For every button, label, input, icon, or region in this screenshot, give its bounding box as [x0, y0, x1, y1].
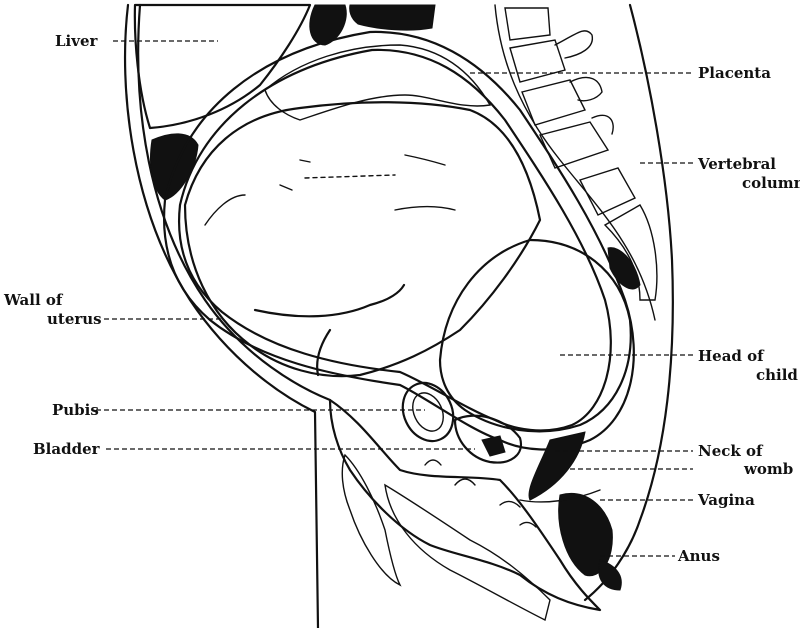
intestine-dark-top-2 [349, 4, 436, 31]
cervix-dark [528, 431, 586, 501]
label-wall-1: Wall of [3, 291, 64, 309]
label-wall-2: uterus [47, 310, 102, 328]
fetal-fold-4 [279, 184, 293, 191]
pubis-bone-inner [412, 392, 444, 432]
sacral-dark [607, 247, 641, 290]
label-vertebral-2: column [742, 174, 800, 192]
label-neck-1: Neck of [698, 442, 764, 460]
fetal-arm [253, 283, 406, 377]
back-outline [583, 3, 674, 602]
vertebra-process-3 [569, 76, 603, 102]
uterus-outer-wall [163, 30, 635, 451]
vertebra-process-4 [591, 114, 614, 135]
sacrum [603, 204, 658, 301]
bladder-dark [481, 435, 506, 457]
label-neck-2: womb [743, 460, 793, 478]
fetal-fold-1 [299, 159, 311, 163]
label-anus: Anus [677, 547, 720, 565]
lower-soft-tissue [328, 398, 602, 612]
perineum-dark [598, 559, 622, 591]
vertebra-5 [578, 167, 636, 216]
fetal-limb-curve [204, 194, 246, 226]
bladder-shape [453, 414, 523, 464]
vertebra-1 [504, 7, 551, 41]
fetal-body [183, 101, 542, 378]
liver-shape [133, 3, 312, 130]
vagina-line [519, 489, 601, 503]
placenta-shape [264, 44, 492, 121]
vertebral-column-group [504, 7, 658, 301]
vertebra-3 [521, 79, 586, 126]
label-liver: Liver [55, 32, 99, 50]
label-pubis: Pubis [52, 401, 99, 419]
label-head-2: child [756, 366, 798, 384]
spine-edge-line [494, 4, 656, 321]
label-placenta: Placenta [698, 64, 771, 82]
fat-globules [424, 459, 537, 528]
child-head [438, 238, 632, 433]
fetal-fold-3 [394, 205, 456, 211]
fetal-dashes [304, 174, 396, 179]
labia-hatch [384, 483, 551, 622]
vertebra-2 [509, 39, 566, 83]
pubic-hair [341, 453, 402, 587]
label-vertebral-1: Vertebral [697, 155, 776, 173]
intestine-dark-top [309, 4, 347, 46]
fetal-fold-2 [404, 154, 446, 166]
vertebra-4 [539, 121, 610, 169]
abdominal-wall-inner [137, 3, 332, 402]
label-head-1: Head of [698, 347, 765, 365]
label-bladder: Bladder [33, 440, 101, 458]
pubis-bone [401, 381, 455, 443]
vertebra-process-2 [554, 30, 594, 59]
label-vagina: Vagina [697, 491, 755, 509]
uterus-inner-wall [178, 48, 612, 432]
